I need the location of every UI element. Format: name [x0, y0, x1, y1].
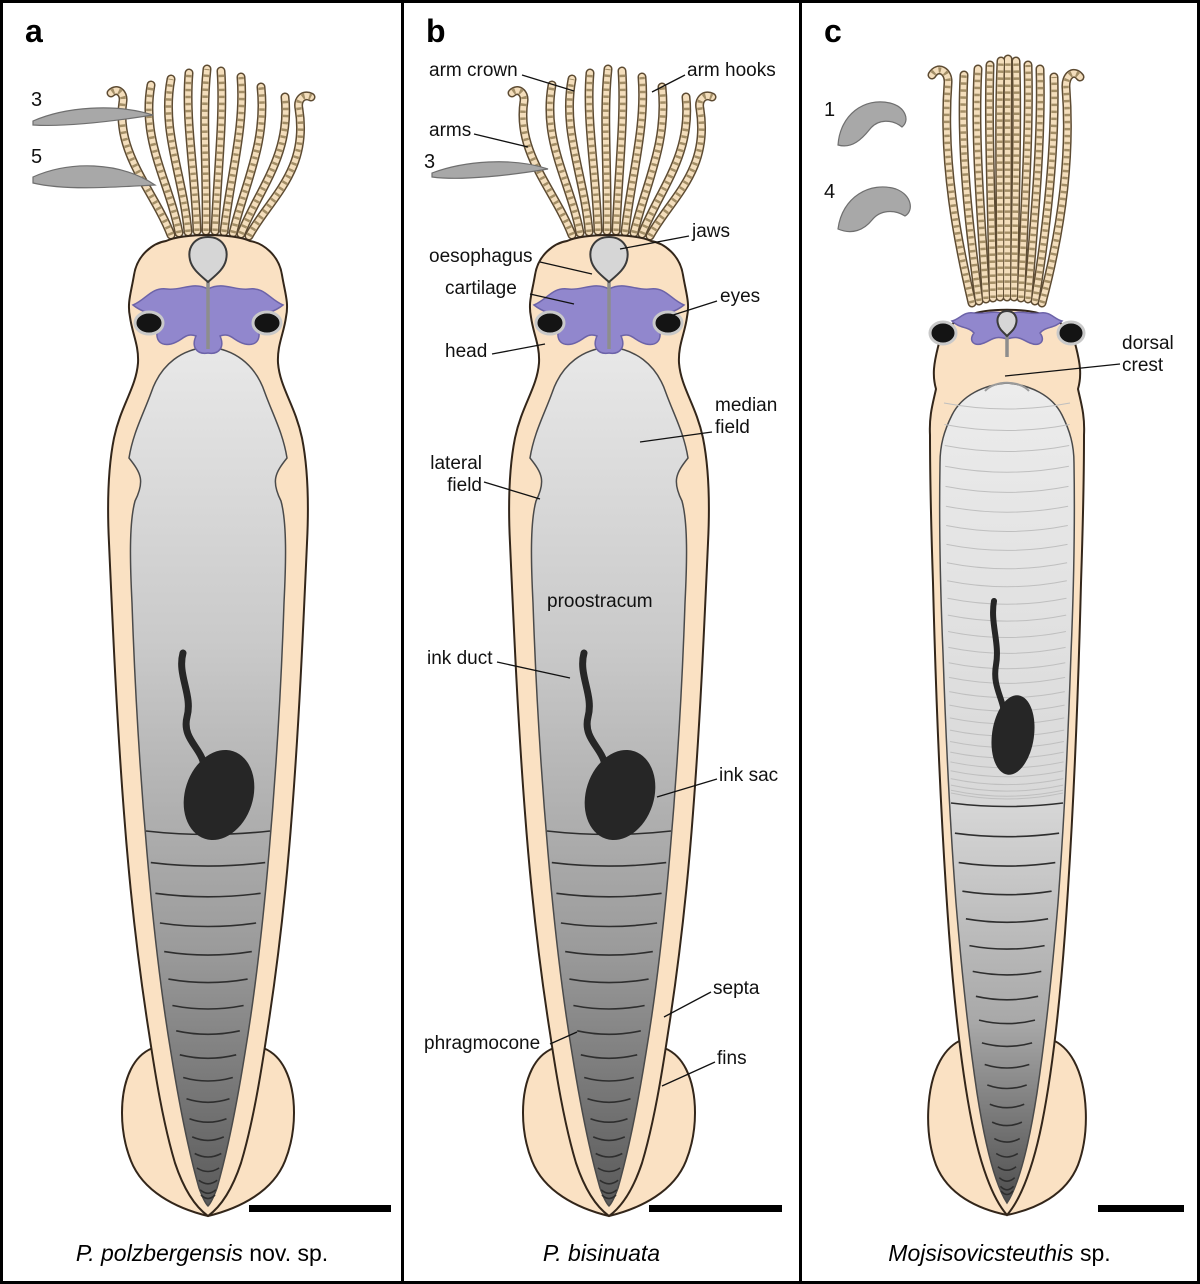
- ink-sac-drawing: [990, 598, 1035, 775]
- phragmocone-septa: [950, 802, 1064, 1196]
- caption-a-species: P. polzbergensis: [75, 1240, 243, 1266]
- panel-c-illustration: [837, 3, 1121, 1217]
- arm-crown-drawing: [111, 69, 311, 236]
- panel-c-caption: Mojsisovicsteuthis sp.: [802, 1240, 1197, 1267]
- label-oesophagus: oesophagus: [429, 246, 533, 267]
- caption-c-suffix: sp.: [1073, 1240, 1111, 1266]
- eye-right: [251, 310, 283, 336]
- eye-right: [652, 310, 684, 336]
- panel-a-illustration: [32, 3, 401, 1218]
- scale-bar: [649, 1205, 782, 1212]
- panel-b-illustration: [431, 3, 718, 1218]
- hook-type-3-drawing: [32, 107, 154, 126]
- label-proostracum: proostracum: [547, 591, 653, 612]
- jaws-drawing: [996, 309, 1018, 338]
- dorsal-crest-drawing: [984, 381, 1030, 392]
- jaws-drawing: [589, 235, 629, 284]
- ink-sac-drawing: [579, 649, 656, 840]
- caption-c-species: Mojsisovicsteuthis: [888, 1240, 1074, 1266]
- hook-number-3: 3: [424, 151, 436, 173]
- label-jaws: jaws: [692, 221, 731, 242]
- hook-type-5-drawing: [32, 165, 157, 189]
- hook-number-1: 1: [824, 99, 836, 121]
- hook-type-1-drawing: [837, 101, 907, 147]
- panel-b: b arm crown arm hooks arms 3 jaws oesoph…: [401, 3, 799, 1281]
- label-cartilage: cartilage: [445, 278, 517, 299]
- label-ink-duct: ink duct: [427, 648, 493, 669]
- caption-a-suffix: nov. sp.: [242, 1240, 329, 1266]
- arm-crown-drawing: [932, 59, 1080, 303]
- hook-number-4: 4: [824, 181, 836, 203]
- phragmocone-septa: [546, 830, 672, 1200]
- scale-bar: [249, 1205, 391, 1212]
- label-fins: fins: [717, 1048, 747, 1069]
- label-arms: arms: [429, 120, 472, 141]
- phragmocone-septa: [145, 830, 271, 1200]
- leader-lines: [473, 74, 718, 1087]
- eye-left: [133, 310, 165, 336]
- panel-a-letter: a: [25, 13, 43, 49]
- panel-c-letter: c: [824, 13, 842, 49]
- hook-number-3: 3: [31, 89, 43, 111]
- caption-b-species: P. bisinuata: [542, 1240, 661, 1266]
- eye-left: [928, 320, 958, 346]
- panel-a: a 3 5 P. polzbergensis nov. sp.: [3, 3, 401, 1281]
- eye-right: [1056, 320, 1086, 346]
- label-arm-crown: arm crown: [429, 60, 518, 81]
- ink-sac-drawing: [178, 649, 255, 840]
- proostracum-drawing: [938, 382, 1076, 1205]
- label-phragmocone: phragmocone: [424, 1033, 541, 1054]
- hook-type-4-drawing: [837, 186, 911, 233]
- label-eyes: eyes: [720, 286, 761, 307]
- leader-lines: [1004, 363, 1121, 377]
- label-head: head: [445, 341, 488, 362]
- panel-b-caption: P. bisinuata: [404, 1240, 799, 1267]
- label-lateral-field: lateral field: [430, 453, 482, 496]
- label-ink-sac: ink sac: [719, 765, 779, 786]
- panel-b-letter: b: [426, 13, 446, 49]
- label-median-field: median field: [715, 395, 778, 438]
- panel-a-caption: P. polzbergensis nov. sp.: [3, 1240, 401, 1267]
- scale-bar: [1098, 1205, 1184, 1212]
- eye-left: [534, 310, 566, 336]
- arm-crown-drawing: [512, 69, 712, 236]
- label-septa: septa: [713, 978, 760, 999]
- jaws-drawing: [188, 235, 228, 284]
- panel-c: c 1 4 dorsal crest Mojsisovicsteuthis sp…: [799, 3, 1197, 1281]
- label-arm-hooks: arm hooks: [687, 60, 776, 81]
- hook-number-5: 5: [31, 146, 43, 168]
- label-dorsal-crest: dorsal crest: [1122, 333, 1174, 376]
- hook-type-3-drawing: [431, 161, 549, 179]
